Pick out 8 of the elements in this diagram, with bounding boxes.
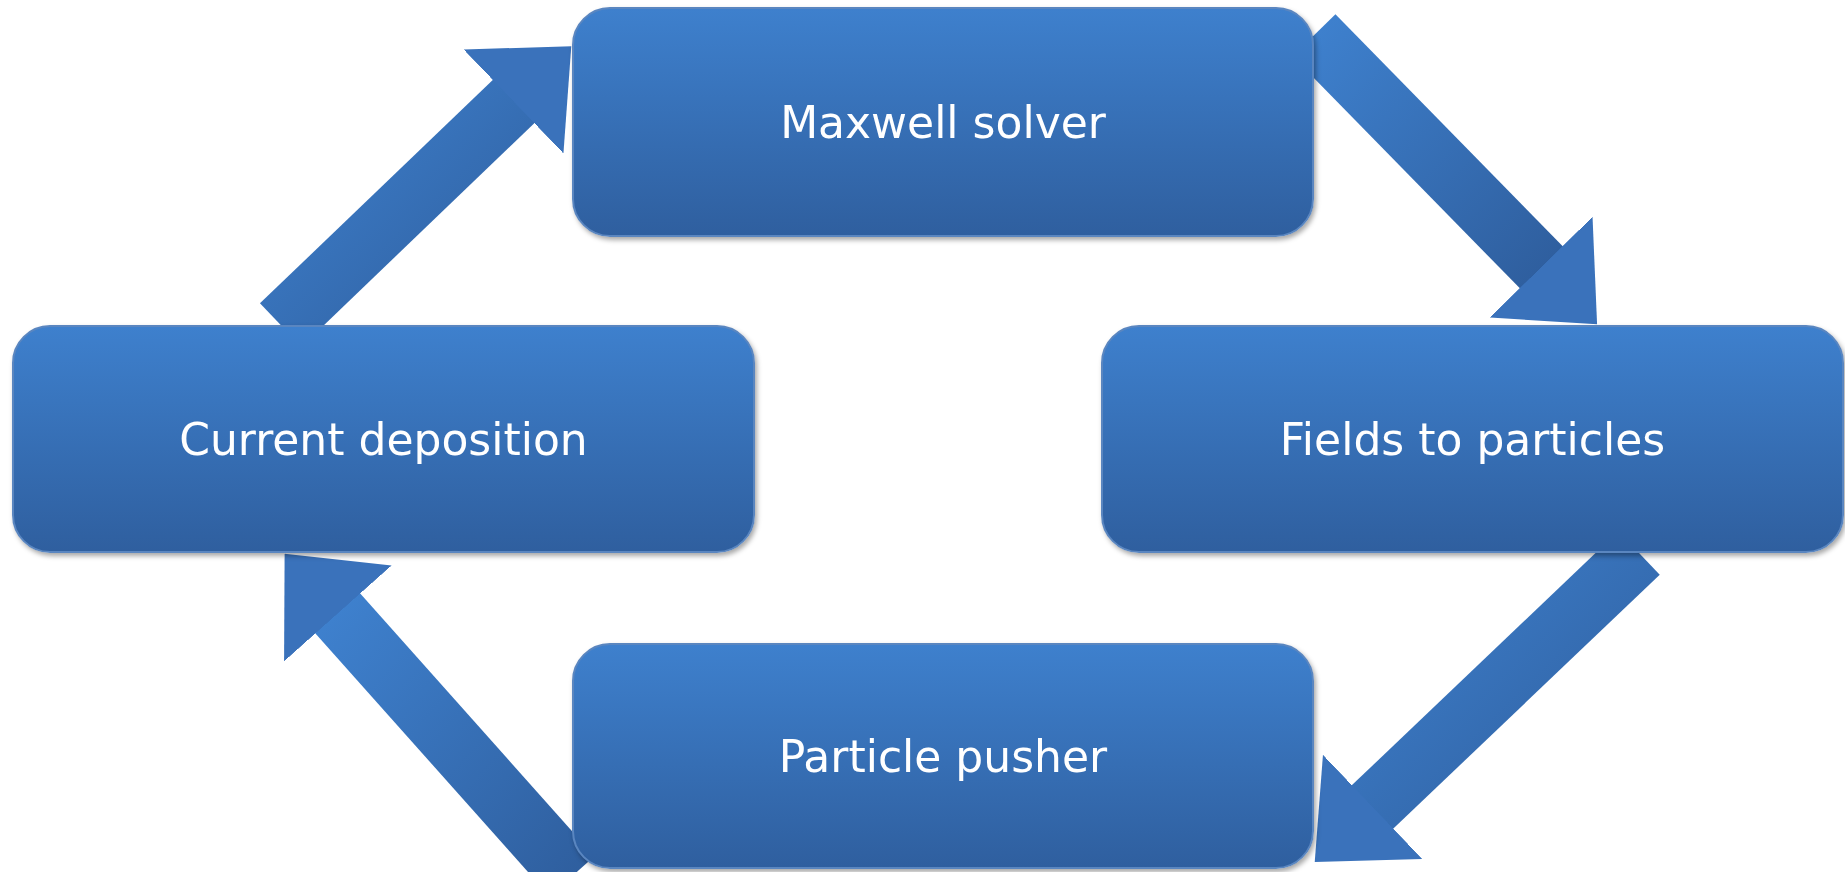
process-box (1101, 325, 1844, 553)
process-box (12, 325, 755, 553)
box-label: Maxwell solver (780, 96, 1106, 148)
process-box (572, 7, 1314, 237)
process-box (572, 643, 1314, 869)
box-label: Fields to particles (1279, 413, 1666, 465)
box-label: Particle pusher (778, 730, 1108, 782)
box-label: Current deposition (179, 413, 588, 465)
